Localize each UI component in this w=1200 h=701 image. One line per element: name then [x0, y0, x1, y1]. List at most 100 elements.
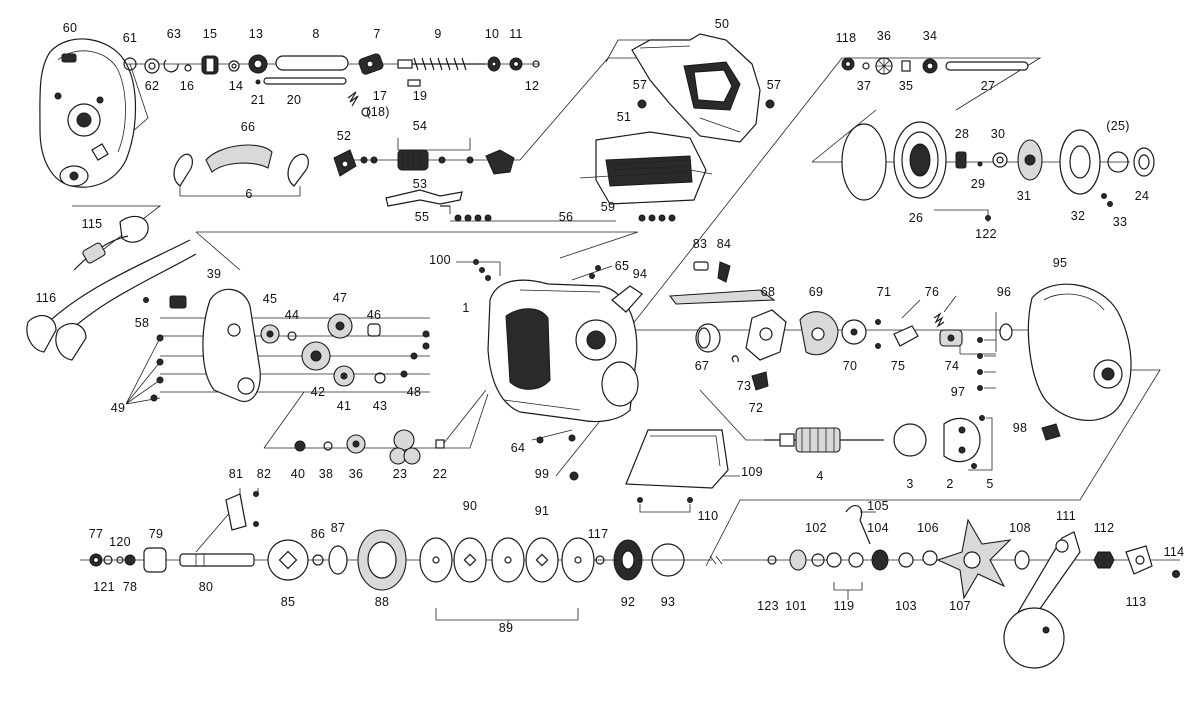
callout-c39: 39	[207, 267, 222, 281]
part-76-spring	[933, 312, 945, 328]
part-115-connector	[73, 215, 149, 271]
callout-c92: 92	[621, 595, 636, 609]
part-40-bearing	[294, 440, 306, 452]
callout-c94: 94	[633, 267, 648, 281]
part-104-spring	[871, 549, 889, 571]
part-28-bearing	[955, 151, 967, 169]
callout-c9: 9	[434, 27, 441, 41]
callout-c1: 1	[462, 301, 469, 315]
part-27-shaft	[945, 61, 1029, 71]
callout-c41: 41	[337, 399, 352, 413]
part-83-bushing	[693, 261, 709, 271]
part-107-star-drag	[936, 518, 1012, 600]
part-114-screw	[1172, 570, 1180, 578]
part-69-kickplate	[799, 311, 839, 356]
callout-c83: 83	[693, 237, 708, 251]
part-123-washer	[767, 555, 777, 565]
part-42-gear	[301, 341, 331, 371]
part-50-top-cover	[631, 33, 761, 143]
callout-c44: 44	[285, 308, 300, 322]
callout-c35: 35	[899, 79, 914, 93]
callout-c51: 51	[617, 110, 632, 124]
callout-c56: 56	[559, 210, 574, 224]
part-44-washer	[287, 331, 297, 341]
part-37-washer	[862, 62, 870, 70]
part-47-gear	[327, 313, 353, 339]
callout-c57a: 57	[633, 78, 648, 92]
callout-c73: 73	[737, 379, 752, 393]
callout-c102: 102	[805, 521, 827, 535]
callout-c81: 81	[229, 467, 244, 481]
callout-c70: 70	[843, 359, 858, 373]
callout-c113: 113	[1126, 595, 1147, 609]
callout-c112: 112	[1094, 521, 1115, 535]
callout-c71: 71	[877, 285, 892, 299]
part-7-pawl	[358, 53, 384, 75]
callout-c109: 109	[741, 465, 763, 479]
callout-c110: 110	[698, 509, 719, 523]
part-30-collar	[992, 152, 1008, 168]
part-65-screws	[589, 265, 601, 279]
part-103-collar	[898, 552, 914, 568]
part-97-screws	[977, 337, 983, 391]
callout-c57b: 57	[767, 78, 782, 92]
callout-c36a: 36	[877, 29, 892, 43]
callout-c53: 53	[413, 177, 428, 191]
callout-c8: 8	[312, 27, 319, 41]
part-77-bearing	[89, 553, 103, 567]
part-95-side-cover	[1027, 283, 1132, 421]
callout-c22: 22	[433, 467, 448, 481]
part-31-clutch-gear	[1017, 139, 1043, 181]
part-46-collar	[367, 323, 381, 337]
part-101-bearing	[789, 549, 807, 571]
part-61-ring	[123, 57, 137, 71]
part-49-screws	[150, 334, 164, 402]
callout-c86: 86	[311, 527, 326, 541]
part-80-main-shaft	[179, 553, 255, 567]
part-116-power-cable	[26, 239, 197, 361]
part-106-washer	[922, 550, 938, 566]
part-73-spring	[731, 355, 739, 363]
part-20-rod	[263, 77, 347, 85]
callout-c76: 76	[925, 285, 940, 299]
callout-c37: 37	[857, 79, 872, 93]
part-32-brake-plate	[1059, 129, 1101, 195]
callout-c33: 33	[1113, 215, 1128, 229]
part-19-key	[407, 79, 421, 87]
part-33-screws	[1101, 193, 1113, 207]
part-51-electronics-box	[579, 131, 713, 205]
part-45-gear	[260, 324, 280, 344]
part-118-bearing	[841, 57, 855, 71]
callout-c84: 84	[717, 237, 732, 251]
callout-c47: 47	[333, 291, 348, 305]
callout-c61: 61	[123, 31, 138, 45]
part-54-level-wind	[360, 149, 515, 175]
callout-c10: 10	[485, 27, 500, 41]
callout-c15: 15	[203, 27, 218, 41]
callout-c42: 42	[311, 385, 326, 399]
callout-c111: 111	[1056, 509, 1076, 523]
callout-c55: 55	[415, 210, 430, 224]
callout-c63: 63	[167, 27, 182, 41]
callout-c17: 17	[373, 89, 388, 103]
callout-c99: 99	[535, 467, 550, 481]
callout-c49: 49	[111, 401, 126, 415]
callout-c48: 48	[407, 385, 422, 399]
callout-c26: 26	[909, 211, 924, 225]
part-113-retainer	[1125, 545, 1153, 575]
part-41-gear	[333, 365, 355, 387]
part-81-pawl	[225, 493, 247, 531]
part-21-pin	[255, 79, 261, 85]
part-89-drag-washers	[419, 537, 595, 583]
callout-c60: 60	[63, 21, 78, 35]
callout-c79: 79	[149, 527, 164, 541]
callout-c7: 7	[373, 27, 380, 41]
part-108-collar	[1014, 550, 1030, 570]
callout-c98: 98	[1013, 421, 1028, 435]
callout-c123: 123	[757, 599, 779, 613]
part-71-screws	[875, 319, 881, 349]
callout-c89: 89	[499, 621, 514, 635]
callout-c19: 19	[413, 89, 428, 103]
callout-c116: 116	[36, 291, 57, 305]
part-52-cam	[333, 149, 357, 177]
